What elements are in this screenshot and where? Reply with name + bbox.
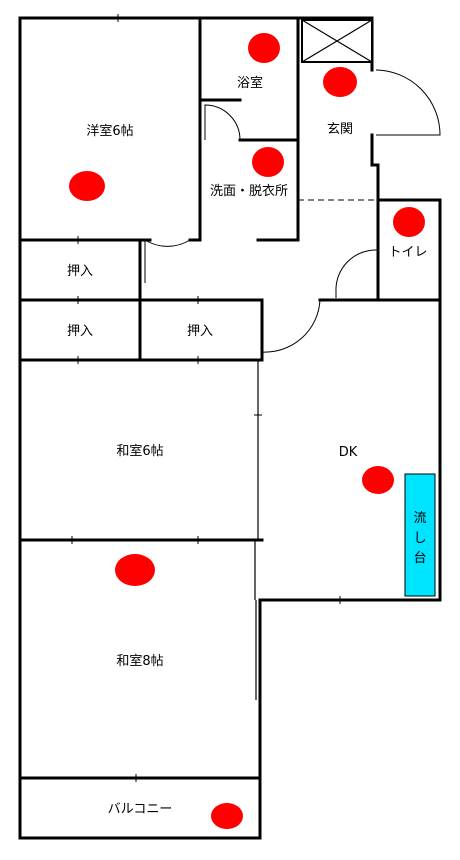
room-label-japanese-6: 和室6帖 bbox=[116, 443, 163, 459]
marker-balcony bbox=[211, 803, 243, 829]
marker-japanese bbox=[115, 554, 155, 586]
sliding-door-ticks bbox=[71, 14, 341, 782]
room-label-japanese-8: 和室8帖 bbox=[116, 653, 163, 669]
room-label-closet-3: 押入 bbox=[187, 324, 213, 339]
fixture-lines bbox=[19, 199, 378, 700]
room-label-washroom: 洗面・脱衣所 bbox=[210, 183, 288, 199]
marker-washroom bbox=[252, 147, 284, 177]
room-label-balcony: バルコニー bbox=[108, 802, 173, 817]
interior-walls bbox=[18, 16, 442, 780]
exterior-walls bbox=[18, 16, 442, 840]
room-label-closet-2: 押入 bbox=[67, 324, 93, 339]
room-label-toilet: トイレ bbox=[388, 245, 427, 260]
marker-western bbox=[69, 171, 105, 201]
door-swings bbox=[144, 69, 441, 353]
room-label-western: 洋室6帖 bbox=[86, 123, 133, 139]
room-label-closet-1: 押入 bbox=[67, 264, 93, 279]
marker-bath bbox=[248, 33, 280, 63]
room-label-bath: 浴室 bbox=[237, 75, 263, 91]
marker-dk bbox=[362, 466, 394, 494]
room-label-dk: DK bbox=[339, 445, 358, 460]
room-label-entrance: 玄関 bbox=[327, 122, 353, 137]
red-markers bbox=[69, 33, 425, 829]
sink-label-char-3: 台 bbox=[413, 551, 426, 566]
entrance-storage bbox=[301, 19, 373, 63]
marker-toilet bbox=[393, 207, 425, 237]
sink-counter bbox=[404, 473, 436, 597]
marker-entrance bbox=[323, 67, 357, 97]
sink-label-char-2: し bbox=[413, 531, 426, 546]
sink-label-char-1: 流 bbox=[413, 511, 426, 526]
